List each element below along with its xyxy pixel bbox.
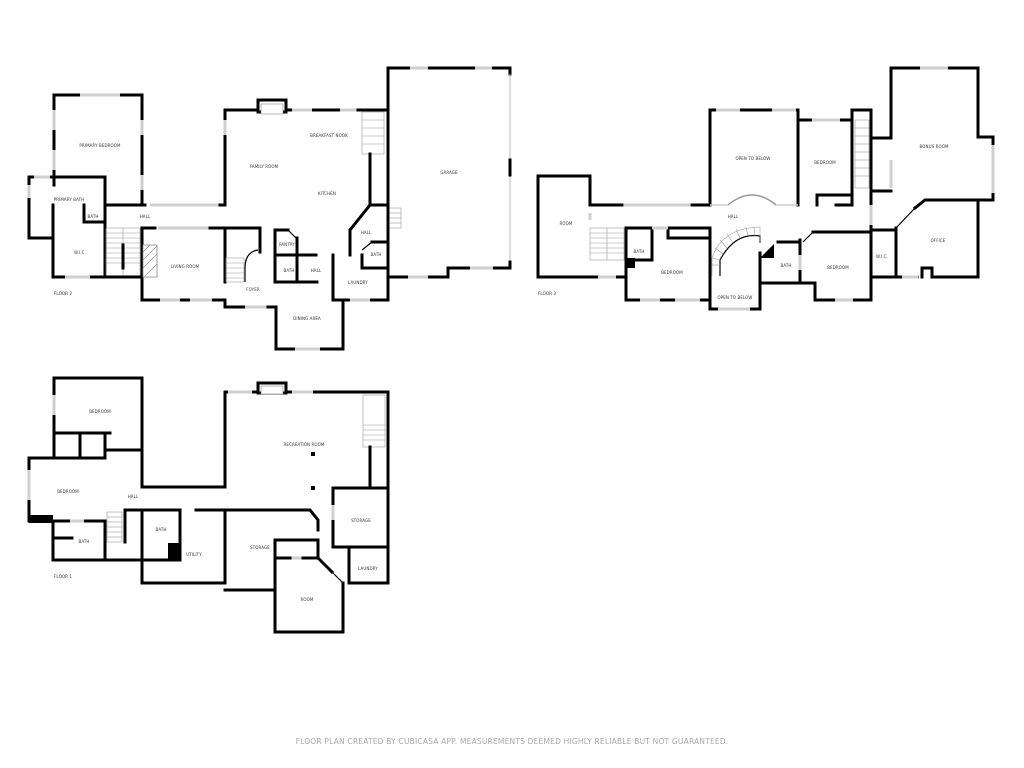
room-label: HALL	[128, 494, 139, 499]
room-label: BATH	[633, 249, 644, 254]
floor-label: FLOOR 3	[538, 291, 556, 296]
floor-label: FLOOR 2	[54, 291, 72, 296]
room-label: BATH	[155, 527, 166, 532]
floor-1-plan: BEDROOM BEDROOM HALL BATH BATH UTILITY R…	[27, 376, 390, 634]
room-label: BEDROOM	[57, 489, 79, 494]
room-label: KITCHEN	[318, 191, 336, 196]
room-label: BATH	[370, 252, 381, 257]
room-label: ROOM	[301, 597, 314, 602]
room-label: UTILITY	[186, 552, 202, 557]
room-label: OPEN TO BELOW	[718, 295, 753, 300]
room-label: HALL	[728, 214, 739, 219]
room-label: PRIMARY BATH	[54, 197, 85, 202]
room-label: BATH	[87, 214, 98, 219]
footer-disclaimer: FLOOR PLAN CREATED BY CUBICASA APP. MEAS…	[295, 737, 729, 746]
floor-label: FLOOR 1	[54, 574, 72, 579]
room-label: OPEN TO BELOW	[736, 156, 771, 161]
room-label: BREAKFAST NOOK	[310, 133, 348, 138]
room-label: BEDROOM	[827, 265, 849, 270]
floor-3-plan: ROOM OPEN TO BELOW BEDROOM BONUS ROOM HA…	[536, 66, 995, 311]
room-label: STORAGE	[351, 518, 371, 523]
room-label: LAUNDRY	[348, 280, 368, 285]
room-label: W.I.C.	[74, 250, 86, 255]
floor-2-plan: PRIMARY BEDROOM PRIMARY BATH BATH W.I.C.…	[27, 66, 512, 351]
room-label: W.I.C.	[876, 254, 888, 259]
room-label: PANTRY	[279, 242, 295, 247]
room-label: BATH	[283, 268, 294, 273]
room-label: HALL	[361, 230, 372, 235]
room-label: BEDROOM	[661, 270, 683, 275]
room-label: PRIMARY BEDROOM	[79, 143, 121, 148]
room-label: LAUNDRY	[358, 566, 378, 571]
room-label: STORAGE	[250, 545, 270, 550]
room-label: FOYER	[246, 287, 260, 292]
room-label: BEDROOM	[814, 160, 836, 165]
room-label: ROOM	[560, 221, 573, 226]
room-label: BEDROOM	[89, 409, 111, 414]
room-label: HALL	[140, 214, 151, 219]
room-label: RECREATION ROOM	[284, 442, 325, 447]
room-label: LIVING ROOM	[171, 264, 200, 269]
room-label: BONUS ROOM	[919, 144, 949, 149]
room-label: GARAGE	[440, 170, 458, 175]
room-label: DINING AREA	[293, 316, 321, 321]
room-label: OFFICE	[931, 238, 946, 243]
room-label: FAMILY ROOM	[250, 164, 279, 169]
room-label: BATH	[78, 539, 89, 544]
room-label: BATH	[780, 263, 791, 268]
room-label: HALL	[311, 268, 322, 273]
